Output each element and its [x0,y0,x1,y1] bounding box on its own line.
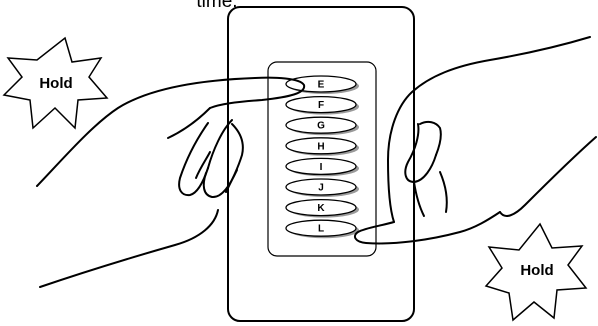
hold-callout-left: Hold [4,38,107,128]
hold-label-right: Hold [520,262,553,279]
button-label: G [317,121,325,132]
button-label: E [318,80,325,91]
button-label: J [318,183,324,194]
button-label: F [318,100,324,111]
hold-label-left: Hold [39,75,72,92]
button-label: K [317,203,325,214]
hold-callout-right: Hold [486,224,586,320]
button-label: H [317,141,324,152]
button-label: L [318,224,324,235]
button-label: I [320,162,323,173]
